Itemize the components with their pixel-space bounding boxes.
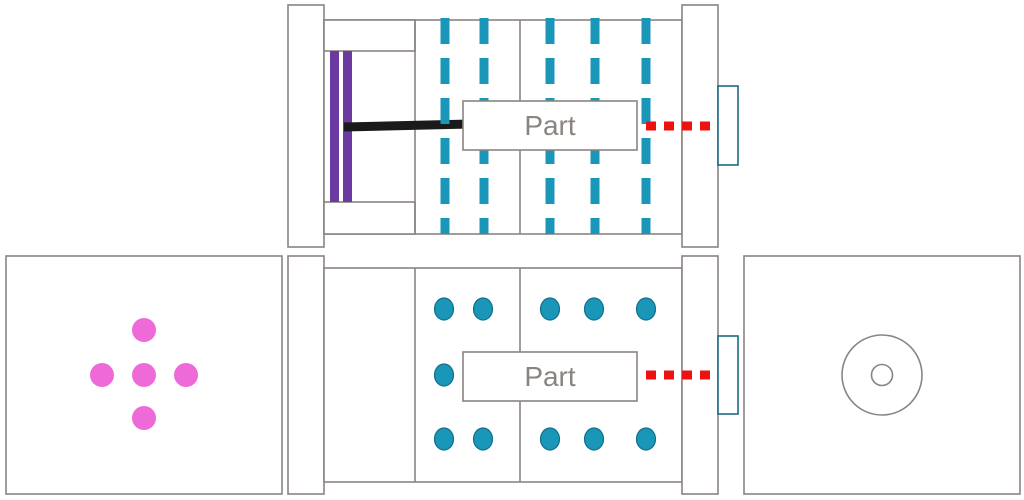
nozzle-locator [717, 85, 739, 166]
plan-view: Part [287, 255, 739, 495]
clamp-plate-left-plan [287, 255, 325, 495]
part-box-top [462, 100, 638, 151]
cooling-hole [583, 297, 605, 321]
cooling-hole [472, 297, 494, 321]
section-view: Part [287, 4, 739, 248]
support-plate-bottom [323, 201, 416, 235]
ejector-pin-mark [174, 363, 198, 387]
support-plate-top [323, 19, 416, 52]
cooling-hole [635, 427, 657, 451]
sprue-bushing-hole [870, 363, 894, 387]
cooling-channels [440, 18, 651, 234]
ejector-side-view [5, 255, 283, 495]
part-box-bottom [462, 351, 638, 402]
cooling-hole [539, 297, 561, 321]
cooling-hole [635, 297, 657, 321]
cooling-hole [583, 427, 605, 451]
ejector-rod [343, 119, 471, 132]
injection-side-view [743, 255, 1021, 495]
cooling-hole [472, 427, 494, 451]
ejector-pin-mark [132, 406, 156, 430]
part-label-top: Part [524, 110, 576, 141]
nozzle-locator-plan [717, 335, 739, 415]
ejector-pin-mark [90, 363, 114, 387]
ejector-plate-1 [330, 51, 339, 202]
part-label-bottom: Part [524, 361, 576, 392]
cooling-holes [433, 297, 657, 451]
ejector-pin-mark [132, 363, 156, 387]
clamp-plate-left [287, 4, 325, 248]
cooling-hole [539, 427, 561, 451]
cooling-hole [433, 363, 455, 387]
cooling-hole [433, 427, 455, 451]
ejector-pin-mark [132, 318, 156, 342]
cooling-hole [433, 297, 455, 321]
